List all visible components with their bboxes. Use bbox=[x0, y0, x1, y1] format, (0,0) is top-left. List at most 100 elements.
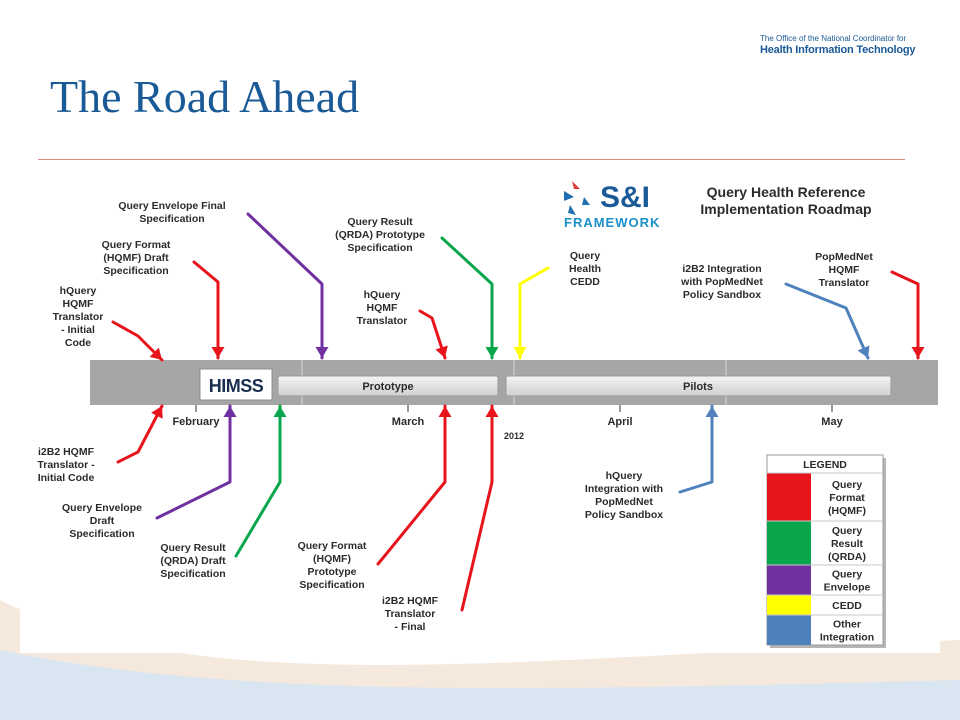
si-framework-logo: S&I FRAMEWORK bbox=[564, 181, 660, 230]
arrow-popmednet-hqmf bbox=[890, 270, 925, 360]
legend-title: LEGEND bbox=[803, 459, 847, 471]
milestone-label-line: PopMedNet bbox=[815, 251, 873, 263]
legend-swatch bbox=[767, 615, 811, 645]
milestone-label-line: Translator - bbox=[37, 459, 95, 471]
framework-logo-text: FRAMEWORK bbox=[564, 215, 660, 230]
milestone-label-line: Query Format bbox=[102, 239, 171, 251]
milestone-label-line: Policy Sandbox bbox=[585, 509, 663, 521]
month-ticks bbox=[195, 405, 833, 412]
milestone-label-line: (QRDA) Prototype bbox=[335, 229, 425, 241]
milestone-label-line: hQuery bbox=[364, 289, 401, 301]
prototype-bar-label: Prototype bbox=[362, 381, 413, 393]
milestone-label-line: with PopMedNet bbox=[680, 276, 763, 288]
arrow-i2b2-initial bbox=[116, 404, 164, 464]
arrow-query-health-cedd bbox=[513, 266, 550, 360]
slide-title: The Road Ahead bbox=[50, 71, 360, 122]
milestone-label-line: Specification bbox=[139, 213, 204, 225]
milestone-label-line: Query Envelope Final bbox=[118, 200, 225, 212]
arrow-hquery-initial bbox=[111, 320, 164, 362]
milestone-label-line: HQMF bbox=[829, 264, 860, 276]
pilots-bar-label: Pilots bbox=[683, 381, 713, 393]
milestone-label-line: Translator bbox=[385, 608, 436, 620]
himss-logo-text: HIMSS bbox=[209, 376, 264, 396]
milestone-label-line: Specification bbox=[69, 528, 134, 540]
milestone-label-line: i2B2 HQMF bbox=[382, 595, 439, 607]
arrow-i2b2-popmednet bbox=[784, 282, 870, 360]
milestone-label-line: (QRDA) Draft bbox=[160, 555, 226, 567]
si-logo-text: S&I bbox=[600, 181, 650, 214]
milestone-label-line: Query Format bbox=[298, 540, 367, 552]
milestone-label-line: Query Result bbox=[347, 216, 413, 228]
legend-swatch bbox=[767, 595, 811, 615]
footer-swoosh-blue bbox=[0, 650, 960, 720]
arrow-i2b2-final bbox=[460, 404, 499, 612]
pilots-bar bbox=[505, 375, 892, 397]
milestone-label-line: (HQMF) bbox=[313, 553, 351, 565]
year-label: 2012 bbox=[504, 431, 524, 441]
milestone-label-line: Policy Sandbox bbox=[683, 289, 761, 301]
legend-item-label: CEDD bbox=[832, 600, 862, 612]
prototype-bar bbox=[277, 375, 499, 397]
milestone-label-line: Integration with bbox=[585, 483, 663, 495]
milestone-label-line: Initial Code bbox=[38, 472, 95, 484]
month-may: May bbox=[821, 416, 843, 428]
milestone-label-line: Query Result bbox=[160, 542, 226, 554]
arrow-hquery-translator bbox=[418, 309, 448, 360]
arrow-hquery-popmednet bbox=[678, 404, 719, 494]
milestone-label-line: Translator bbox=[357, 315, 408, 327]
arrow-query-envelope-draft bbox=[155, 404, 237, 520]
arrow-query-format-draft bbox=[192, 260, 225, 360]
milestone-label-line: Translator bbox=[819, 277, 870, 289]
milestone-label-line: CEDD bbox=[570, 276, 600, 288]
milestone-label-line: PopMedNet bbox=[595, 496, 653, 508]
arrow-query-format-prototype bbox=[376, 404, 452, 566]
title-rule bbox=[38, 159, 905, 160]
arrow-query-result-prototype bbox=[440, 236, 499, 360]
milestone-label-line: i2B2 Integration bbox=[682, 263, 761, 275]
milestone-label-line: Specification bbox=[299, 579, 364, 591]
arrow-query-envelope-final bbox=[246, 212, 329, 360]
milestone-label-line: Specification bbox=[347, 242, 412, 254]
onc-logo-line2: Health Information Technology bbox=[760, 44, 916, 56]
legend-swatch bbox=[767, 521, 811, 565]
milestone-label-line: hQuery bbox=[606, 470, 643, 482]
legend-swatch bbox=[767, 473, 811, 521]
milestone-label-line: Health bbox=[569, 263, 601, 275]
month-march: March bbox=[392, 416, 425, 428]
legend-swatch bbox=[767, 565, 811, 595]
milestone-label-line: - Final bbox=[395, 621, 426, 633]
milestone-arrows bbox=[111, 212, 925, 612]
milestone-label-line: Translator bbox=[53, 311, 104, 323]
arrow-query-result-draft bbox=[234, 404, 287, 558]
month-april: April bbox=[607, 416, 632, 428]
milestone-label-line: Code bbox=[65, 337, 91, 349]
milestone-label-line: Draft bbox=[90, 515, 115, 527]
himss-badge bbox=[199, 368, 273, 401]
milestone-label-line: Prototype bbox=[307, 566, 356, 578]
milestone-label-line: hQuery bbox=[60, 285, 97, 297]
milestone-label-line: Query bbox=[570, 250, 601, 262]
milestone-label-line: Specification bbox=[160, 568, 225, 580]
